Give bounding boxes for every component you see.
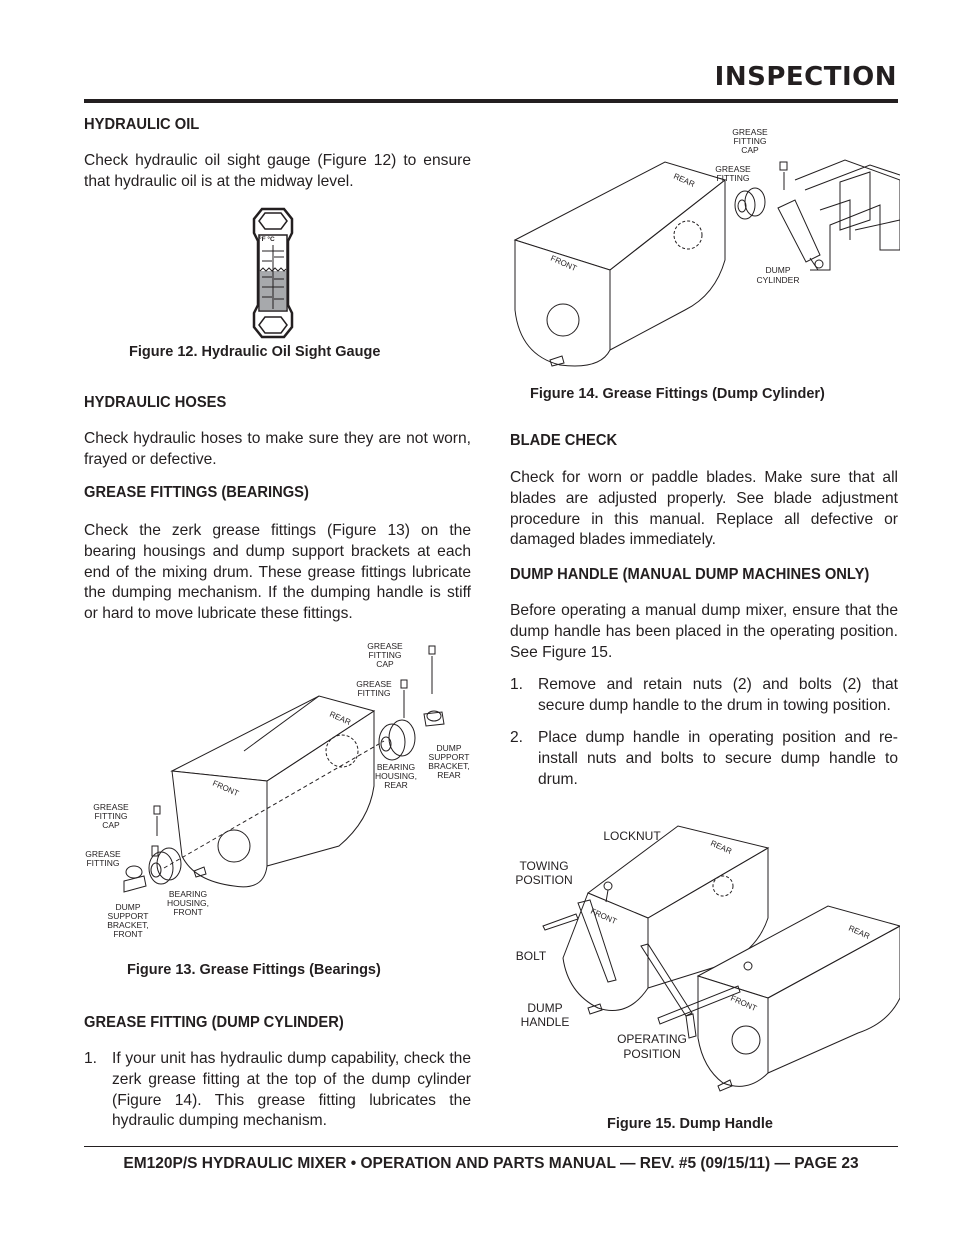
page-footer: EM120P/S HYDRAULIC MIXER • OPERATION AND… <box>123 1155 859 1172</box>
gauge-unit-c: °C <box>267 236 275 243</box>
blade-check-text: Check for worn or paddle blades. Make su… <box>510 469 898 549</box>
fig13-housing-rear-l2: HOUSING, <box>375 771 417 781</box>
fig13-cap-rear-l1: GREASE <box>367 641 403 651</box>
fig13-housing-front-l2: HOUSING, <box>167 898 209 908</box>
fig13-fitting-rear-l1: GREASE <box>356 679 392 689</box>
fig13-cap-rear-l2: FITTING <box>368 650 401 660</box>
fig13-housing-rear-l3: REAR <box>384 780 408 790</box>
fig13-fitting-front-l1: GREASE <box>85 849 121 859</box>
fig15-towing-l2: POSITION <box>515 873 572 887</box>
heading-grease-fitting-dump-cylinder: GREASE FITTING (DUMP CYLINDER) <box>84 1014 344 1031</box>
fig13-fitting-rear-l2: FITTING <box>357 688 390 698</box>
fig13-bracket-rear-l4: REAR <box>437 770 461 780</box>
figure-13-caption: Figure 13. Grease Fittings (Bearings) <box>127 962 381 978</box>
fig14-cylinder-l2: CYLINDER <box>757 275 800 285</box>
fig13-cap-front-l3: CAP <box>102 820 120 830</box>
hydraulic-oil-text: Check hydraulic oil sight gauge (Figure … <box>84 152 471 190</box>
fig14-fitting-l1: GREASE <box>715 164 751 174</box>
list-text: Remove and retain nuts (2) and bolts (2)… <box>538 676 898 714</box>
grease-cylinder-list-item-1: 1. If your unit has hydraulic dump capab… <box>84 1049 471 1133</box>
fig13-housing-front-l3: FRONT <box>173 907 202 917</box>
grease-dump-cylinder-figure: FRONT REAR GREASE FITTING CAP GREASE FIT… <box>513 127 900 367</box>
figure-15-caption: Figure 15. Dump Handle <box>607 1116 773 1132</box>
figure-12-caption: Figure 12. Hydraulic Oil Sight Gauge <box>129 344 381 360</box>
fig13-bracket-front-l3: BRACKET, <box>107 920 149 930</box>
page-title: INSPECTION <box>714 62 897 92</box>
fig13-housing-front-l1: BEARING <box>169 889 207 899</box>
fig13-bracket-rear-l3: BRACKET, <box>428 761 470 771</box>
fig13-fitting-front-l2: FITTING <box>86 858 119 868</box>
fig13-cap-front-l1: GREASE <box>93 802 129 812</box>
fig14-cap-l3: CAP <box>741 145 759 155</box>
gauge-unit-f: °F <box>259 236 266 243</box>
fig14-fitting-l2: FITTING <box>716 173 749 183</box>
fig14-cap-l1: GREASE <box>732 127 768 137</box>
fig15-bolt-label: BOLT <box>516 949 547 963</box>
sight-gauge-figure <box>252 207 294 339</box>
heading-dump-handle: DUMP HANDLE (MANUAL DUMP MACHINES ONLY) <box>510 566 870 583</box>
hydraulic-hoses-text: Check hydraulic hoses to make sure they … <box>84 430 471 468</box>
heading-blade-check: BLADE CHECK <box>510 432 618 449</box>
fig15-handle-l1: DUMP <box>527 1001 562 1015</box>
heading-hydraulic-oil: HYDRAULIC OIL <box>84 116 200 133</box>
fig13-bracket-rear-l1: DUMP <box>436 743 461 753</box>
fig13-housing-rear-l1: BEARING <box>377 762 415 772</box>
list-number: 1. <box>84 1050 98 1067</box>
list-text: Place dump handle in operating position … <box>538 729 898 788</box>
header-rule <box>84 99 898 103</box>
dump-handle-list-item-2: 2. Place dump handle in operating positi… <box>510 728 898 788</box>
fig13-cap-front-l2: FITTING <box>94 811 127 821</box>
fig13-bracket-front-l1: DUMP <box>115 902 140 912</box>
grease-bearings-figure: FRONT REAR GREASE FITTING CAP GREASE FIT… <box>85 641 470 939</box>
fig13-cap-rear-l3: CAP <box>376 659 394 669</box>
grease-bearings-text: Check the zerk grease fittings (Figure 1… <box>84 522 471 623</box>
list-text: If your unit has hydraulic dump capabili… <box>112 1050 471 1130</box>
fig15-locknut-label: LOCKNUT <box>603 829 661 843</box>
list-number: 2. <box>510 729 524 746</box>
fig13-bracket-front-l2: SUPPORT <box>108 911 149 921</box>
figure-14-caption: Figure 14. Grease Fittings (Dump Cylinde… <box>530 386 825 402</box>
fig14-cap-l2: FITTING <box>733 136 766 146</box>
list-number: 1. <box>510 676 524 693</box>
dump-handle-list-item-1: 1. Remove and retain nuts (2) and bolts … <box>510 675 898 717</box>
fig14-cylinder-l1: DUMP <box>765 265 790 275</box>
fig13-bracket-front-l4: FRONT <box>113 929 142 939</box>
footer-rule <box>84 1146 898 1147</box>
heading-hydraulic-hoses: HYDRAULIC HOSES <box>84 394 227 411</box>
dump-handle-figure: FRONT REAR FRONT REAR LOCKNUT TOWING POS… <box>515 825 900 1092</box>
dump-handle-text: Before operating a manual dump mixer, en… <box>510 602 898 661</box>
fig15-towing-l1: TOWING <box>519 859 568 873</box>
fig15-operating-l2: POSITION <box>623 1047 680 1061</box>
fig13-bracket-rear-l2: SUPPORT <box>429 752 470 762</box>
fig15-operating-l1: OPERATING <box>617 1032 687 1046</box>
heading-grease-fittings-bearings: GREASE FITTINGS (BEARINGS) <box>84 484 309 501</box>
fig15-handle-l2: HANDLE <box>521 1015 570 1029</box>
